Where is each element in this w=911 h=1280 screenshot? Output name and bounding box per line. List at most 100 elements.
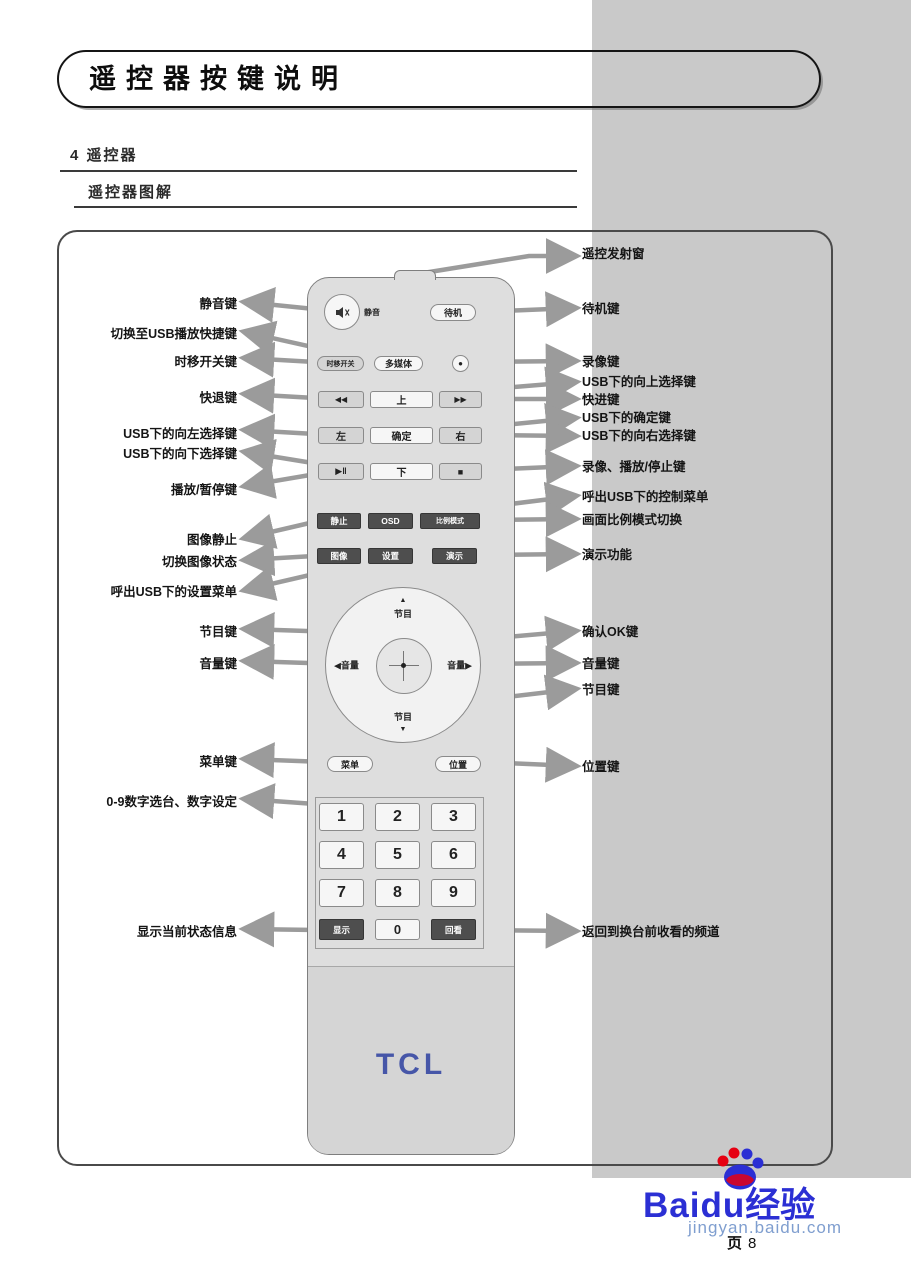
down-button: 下 [370,463,433,480]
title-box: 遥控器按键说明 [57,50,821,108]
watermark-brand-cn: 经验 [745,1186,816,1225]
callout-label: USB下的向下选择键 [123,447,237,461]
callout-label: 画面比例模式切换 [582,513,683,527]
subsection-rule [74,206,577,208]
callout-label: 时移开关键 [174,355,237,369]
callout-arrow [238,911,317,948]
callout-label: 返回到换台前收看的频道 [582,925,720,939]
section-rule [60,170,577,172]
callout-label: 快退键 [199,391,237,405]
forward-button: ▶▶ [439,391,482,408]
prog-up-arrow-icon: ▲ [399,597,407,604]
remote-body: 静音 待机 时移开关 多媒体 ● ◀◀ 上 ▶▶ 左 确定 右 ▶‖ 下 ■ 静… [307,270,515,1155]
baidu-jingyan-logo-icon [717,1147,764,1190]
digit-3-button: 3 [431,803,476,831]
ratio-button: 比例模式 [420,513,480,529]
callout-label: 确认OK键 [582,625,639,639]
callout-label: 演示功能 [582,548,633,562]
stop-button: ■ [439,463,482,480]
watermark-url: jingyan.baidu.com [688,1218,843,1237]
callout-arrow [238,377,316,414]
callout-label: 0-9数字选台、数字设定 [106,795,237,809]
callout-label: 呼出USB下的控制菜单 [582,490,709,504]
watermark-brand: Baidu经验 [643,1177,815,1228]
page-title: 遥控器按键说明 [89,64,348,94]
demo-button: 演示 [432,548,477,564]
record-button: ● [452,355,469,372]
timeshift-button: 时移开关 [317,356,364,371]
digit-2-button: 2 [375,803,420,831]
left-button: 左 [318,427,364,444]
tcl-logo: TCL [375,1048,447,1081]
ok-center-button [376,638,432,694]
callout-arrow [238,540,315,577]
dpad: ▲ 节目 节目 ▼ ◀音量 音量▶ [325,587,481,743]
subsection-heading: 遥控器图解 [88,184,174,201]
display-button: 显示 [319,919,364,940]
callout-label: 音量键 [199,657,237,671]
digit-9-button: 9 [431,879,476,907]
section-heading: 4 遥控器 [70,147,138,164]
callout-label: 菜单键 [199,755,237,769]
digit-5-button: 5 [375,841,420,869]
page-footer-label: 页 [727,1235,743,1252]
menu-button: 菜单 [327,756,373,772]
digit-4-button: 4 [319,841,364,869]
callout-label: USB下的向左选择键 [123,427,237,441]
confirm-button: 确定 [370,427,433,444]
callout-label: 播放/暂停键 [171,483,237,497]
page-gray-band [592,0,911,1178]
callout-label: USB下的向上选择键 [582,375,696,389]
callout-label: 图像静止 [186,533,237,547]
digit-6-button: 6 [431,841,476,869]
callout-label: 显示当前状态信息 [136,925,237,939]
callout-label: 录像、播放/停止键 [582,460,686,474]
prog-down-label: 节目 [393,712,412,722]
osd-button: OSD [368,513,413,529]
mute-icon [335,306,350,318]
callout-label: 切换至USB播放快捷键 [110,327,237,341]
vol-left-label: ◀音量 [334,660,359,671]
callout-label: 遥控发射窗 [582,247,645,261]
up-button: 上 [370,391,433,408]
callout-label: 切换图像状态 [161,555,237,569]
standby-button: 待机 [430,304,476,321]
picture-button: 图像 [317,548,361,564]
callout-arrow [238,783,316,820]
callout-arrow [416,238,582,277]
callout-label: 呼出USB下的设置菜单 [110,585,237,599]
crosshair-dot [401,663,406,668]
callout-arrow [238,463,317,499]
freeze-button: 静止 [317,513,361,529]
prog-down-arrow-icon: ▼ [399,726,407,733]
ir-window [394,270,436,280]
digit-8-button: 8 [375,879,420,907]
diagram-panel: 静音键 切换至USB播放快捷键 时移开关键 快退键 USB下的向左选择键 USB… [57,230,833,1166]
right-button: 右 [439,427,482,444]
callout-label: 节目键 [582,683,620,697]
callout-label: USB下的向右选择键 [582,429,696,443]
callout-label: 快进键 [582,393,620,407]
play-pause-button: ▶‖ [318,463,364,480]
digit-1-button: 1 [319,803,364,831]
recall-button: 回看 [431,919,476,940]
mute-label: 静音 [364,308,380,317]
callout-label: 位置键 [582,760,620,774]
callout-label: USB下的确定键 [582,411,671,425]
callout-label: 待机键 [582,302,620,316]
callout-label: 音量键 [582,657,620,671]
position-button: 位置 [435,756,481,772]
callout-arrow [238,513,315,549]
watermark-brand-en: Baidu [643,1186,746,1225]
callout-label: 录像键 [582,355,620,369]
remote-lower-shell [308,966,514,1154]
callout-arrow [238,413,316,450]
callout-label: 节目键 [199,625,237,639]
setup-button: 设置 [368,548,413,564]
multimedia-button: 多媒体 [374,356,423,371]
mute-button [324,294,360,330]
keypad-frame [315,797,484,949]
callout-arrow [238,341,316,378]
digit-0-button: 0 [375,919,420,940]
